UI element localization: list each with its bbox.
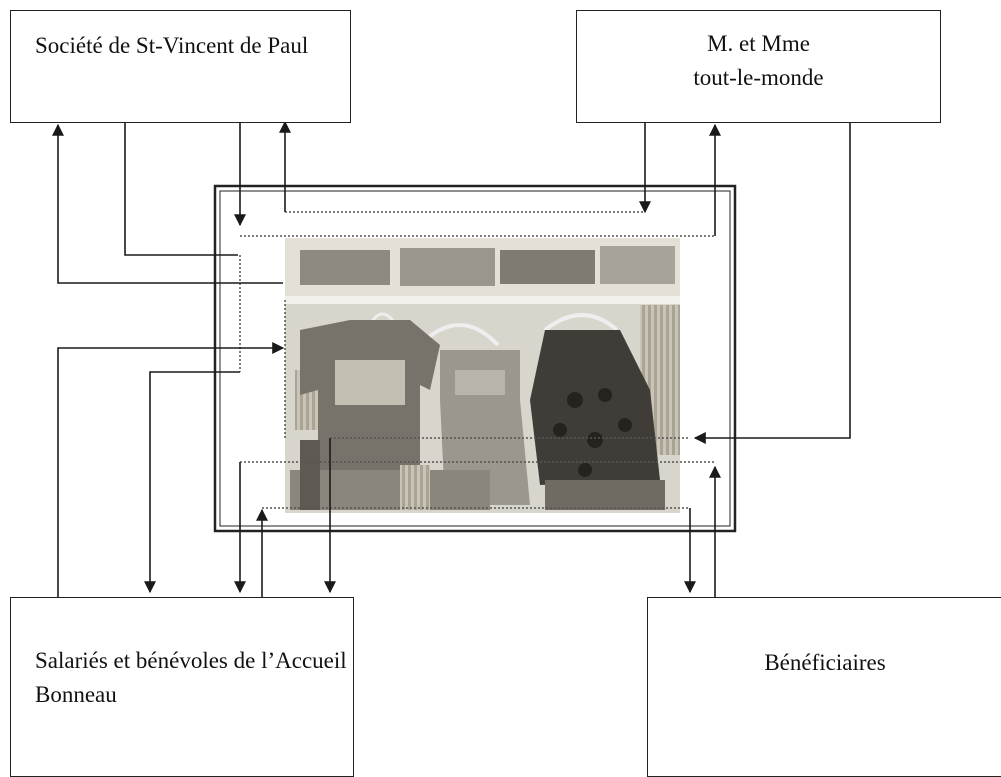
node-general-public: M. et Mme tout-le-monde	[576, 10, 941, 123]
node-general-public-label: M. et Mme tout-le-monde	[577, 27, 940, 95]
node-beneficiaries: Bénéficiaires	[647, 597, 1001, 777]
node-st-vincent-de-paul-label: Société de St-Vincent de Paul	[35, 29, 345, 63]
node-beneficiaries-label: Bénéficiaires	[648, 646, 1001, 680]
node-staff-volunteers-label: Salariés et bénévoles de l’Accueil Bonne…	[35, 644, 351, 712]
clothing-photo	[285, 238, 680, 513]
node-general-public-line2: tout-le-monde	[577, 61, 940, 95]
node-general-public-line1: M. et Mme	[577, 27, 940, 61]
node-staff-volunteers: Salariés et bénévoles de l’Accueil Bonne…	[10, 597, 354, 777]
node-st-vincent-de-paul: Société de St-Vincent de Paul	[10, 10, 351, 123]
